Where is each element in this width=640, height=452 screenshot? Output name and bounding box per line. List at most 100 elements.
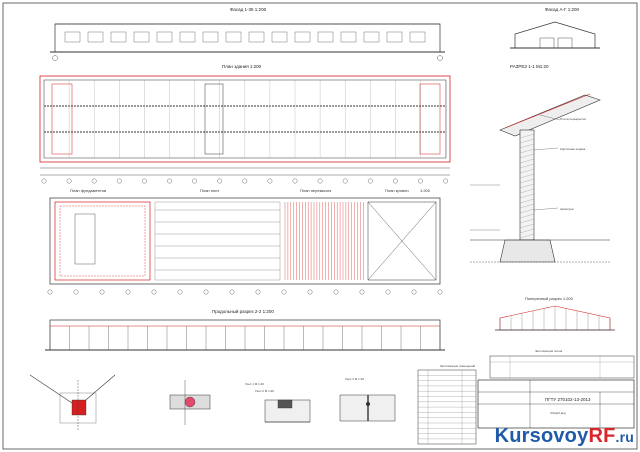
node-3-title: Узел 3 М 1:20 — [345, 377, 364, 381]
axis-bubble — [167, 178, 172, 184]
facade-end: Фасад А-Г 1:200 — [510, 7, 600, 49]
section-detail-title: РАЗРЕЗ 1-1 М1:20 — [510, 64, 549, 69]
rafters-plan-title: План перемычек — [300, 188, 332, 193]
stamp-designation: Общий вид — [550, 411, 566, 415]
facade-window — [87, 31, 104, 43]
explication-title: Экспликация помещений — [440, 364, 475, 368]
section-long-title: Продольный разрез 2-2 1:200 — [212, 308, 274, 314]
section-cross: Поперечный разрез 1:200 — [495, 296, 615, 331]
axis-bubble — [66, 178, 72, 184]
axis-bubble — [307, 289, 313, 295]
facade-window — [409, 31, 426, 43]
axis-bubble — [99, 289, 105, 295]
brand-part-2: RF — [588, 425, 616, 447]
explication-table: Экспликация помещений — [417, 364, 477, 445]
axis-bubble — [125, 289, 131, 295]
foundation-plan-title: План фундаментов — [70, 188, 106, 193]
axis-bubble — [367, 178, 373, 184]
axis-bubble — [151, 289, 157, 295]
facade-long: Фасад 1-35 1:200 — [50, 7, 445, 61]
detail-node-1: Узел 1 М 1:20 — [169, 380, 264, 425]
roof-plan-scale: 1:200 — [420, 188, 431, 193]
section-cross-title: Поперечный разрез 1:200 — [525, 296, 574, 301]
detail-node-2: Узел 2 М 1:20 — [255, 389, 311, 423]
axis-bubble — [342, 178, 348, 184]
facade-window — [386, 31, 403, 43]
axis-bubble — [317, 178, 323, 184]
section-detail: РАЗРЕЗ 1-1 М1:20 Кирпичная кладка Плита … — [470, 64, 610, 263]
wall-hatch-line — [519, 218, 535, 224]
facade-window — [156, 31, 173, 43]
facade-window — [317, 31, 334, 43]
brand-part-1: Kursovoy — [494, 425, 589, 447]
lower-plans: План фундаментов План плит План перемыче… — [47, 188, 443, 295]
axis-bubble — [116, 178, 122, 184]
node-2-title: Узел 2 М 1:20 — [255, 389, 274, 393]
leader-line — [533, 207, 559, 211]
axis-bubble — [203, 289, 209, 295]
axis-bubble — [242, 178, 248, 184]
axis-bubble — [52, 55, 58, 61]
watermark-logo: Kursovoy RF .ru — [495, 425, 634, 448]
floor-explication-table: Экспликация полов — [489, 349, 635, 379]
axis-bubble — [41, 178, 47, 184]
axis-bubble — [47, 289, 53, 295]
axis-bubble — [418, 178, 423, 184]
facade-window — [225, 31, 242, 43]
facade-window — [64, 31, 81, 43]
facade-window — [133, 31, 150, 43]
wall-hatch-line — [519, 208, 535, 214]
facade-long-title: Фасад 1-35 1:200 — [230, 7, 267, 12]
axis-bubble — [177, 289, 183, 295]
axis-bubble — [142, 178, 147, 184]
axis-bubble — [393, 178, 398, 184]
stamp-code: ПГТУ 270102-13-2013 — [545, 397, 591, 402]
facade-end-title: Фасад А-Г 1:200 — [545, 7, 579, 12]
wall-hatch-line — [519, 143, 535, 149]
facade-window — [110, 31, 127, 43]
facade-window — [202, 31, 219, 43]
brand-part-3: .ru — [615, 429, 634, 445]
facade-window — [179, 31, 196, 43]
facade-window — [294, 31, 311, 43]
axis-bubble — [255, 289, 261, 295]
wall-hatch-line — [519, 233, 535, 239]
rebar-note: Арматура — [560, 207, 574, 211]
wall-hatch-line — [519, 158, 535, 164]
wall-hatch-line — [519, 138, 535, 144]
wall-hatch-line — [519, 153, 535, 159]
wall-hatch-line — [519, 148, 535, 154]
axis-bubble — [229, 289, 235, 295]
facade-window — [363, 31, 380, 43]
axis-bubble — [333, 289, 339, 295]
section-long: Продольный разрез 2-2 1:200 — [45, 308, 445, 351]
wall-hatch-line — [519, 183, 535, 189]
axis-bubble — [192, 178, 197, 184]
bottom-details: Узел 1 М 1:20 Узел 2 М 1:20 Узел 3 М 1:2… — [29, 374, 396, 430]
facade-window — [248, 31, 265, 43]
axis-bubble — [437, 55, 443, 61]
axis-bubble — [411, 289, 417, 295]
wall-hatch-line — [519, 178, 535, 184]
wall-hatch-line — [519, 133, 535, 139]
slab-plan-title: План плит — [200, 188, 219, 193]
wall-hatch-line — [519, 223, 535, 229]
axis-bubble — [437, 289, 443, 295]
axis-bubble — [91, 178, 97, 184]
facade-window — [271, 31, 288, 43]
floor-explication-title: Экспликация полов — [535, 349, 563, 353]
slab-frame — [154, 201, 281, 281]
node-1-title: Узел 1 М 1:20 — [245, 382, 264, 386]
wall-hatch-line — [519, 228, 535, 234]
wall-hatch-line — [519, 188, 535, 194]
wall-hatch-line — [519, 168, 535, 174]
leader-line — [539, 114, 561, 121]
axis-bubble — [385, 289, 391, 295]
wall-hatch-line — [519, 193, 535, 199]
axis-bubble — [267, 178, 273, 184]
floor-plan-title: План здания 1:200 — [222, 64, 262, 69]
axis-bubble — [292, 178, 298, 184]
detail-node-3: Узел 3 М 1:20 — [339, 377, 396, 422]
